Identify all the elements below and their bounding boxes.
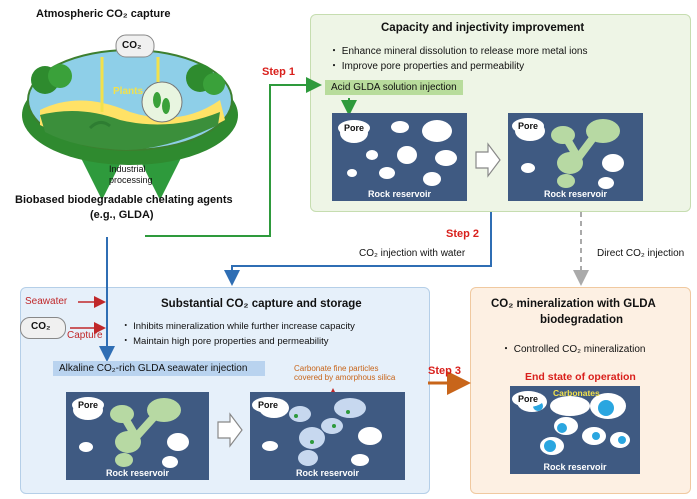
rock-reservoir-storage-initial: Pore Rock reservoir xyxy=(66,392,209,480)
capacity-bullet-1: ・ Enhance mineral dissolution to release… xyxy=(329,46,588,57)
reservoir-label-storage-final: Rock reservoir xyxy=(295,468,360,478)
mineralization-title-1: CO₂ mineralization with GLDA xyxy=(491,298,656,310)
co2-water-label: CO₂ injection with water xyxy=(359,248,466,259)
mineralization-title-2: biodegradation xyxy=(540,314,624,326)
co2-label: CO₂ xyxy=(122,40,142,51)
co2-cloud-label: CO₂ xyxy=(31,321,51,332)
step2-arrow xyxy=(224,212,492,286)
pore-label-initial: Pore xyxy=(338,120,371,136)
storage-title: Substantial CO₂ capture and storage xyxy=(161,298,362,310)
step1-label: Step 1 xyxy=(262,66,296,78)
biobased-label: Biobased biodegradable chelating agents xyxy=(15,194,233,206)
reservoir-label-storage-initial: Rock reservoir xyxy=(105,468,170,478)
alkaline-banner: Alkaline CO₂-rich GLDA seawater injectio… xyxy=(53,361,265,376)
carbonate-annotation-1: Carbonate fine particles xyxy=(294,364,379,373)
rock-reservoir-storage-final: Pore Rock reservoir xyxy=(250,392,405,480)
pore-label-storage-final: Pore xyxy=(252,397,285,413)
industrial-label: Industrial xyxy=(109,164,146,174)
pore-label-mineralized: Pore xyxy=(512,391,545,407)
mineralization-bullet-1: ・ Controlled CO₂ mineralization xyxy=(501,344,646,355)
pore-label-storage-initial: Pore xyxy=(72,397,105,413)
capacity-bullet-2: ・ Improve pore properties and permeabili… xyxy=(329,61,525,72)
reservoir-label-acid: Rock reservoir xyxy=(543,189,608,199)
storage-bullet-2: ・ Maintain high pore properties and perm… xyxy=(121,336,329,347)
capacity-title: Capacity and injectivity improvement xyxy=(381,22,585,34)
process-arrow-top xyxy=(475,142,501,178)
reservoir-label-initial: Rock reservoir xyxy=(367,189,432,199)
storage-bullet-1: ・ Inhibits mineralization while further … xyxy=(121,321,355,332)
rock-reservoir-mineralized: Pore Carbonates Rock reservoir xyxy=(510,386,640,474)
reservoir-label-mineralized: Rock reservoir xyxy=(543,462,607,472)
capture-label: Capture xyxy=(67,330,103,341)
rock-reservoir-initial: Pore Rock reservoir xyxy=(332,113,467,201)
pore-label-acid: Pore xyxy=(512,118,545,134)
glda-label: (e.g., GLDA) xyxy=(90,209,154,221)
carbonates-label: Carbonates xyxy=(553,388,600,398)
plants-label: Plants xyxy=(113,86,144,97)
end-state-label: End state of operation xyxy=(525,371,636,383)
rock-reservoir-acid: Pore Rock reservoir xyxy=(508,113,643,201)
process-arrow-bottom xyxy=(217,412,243,448)
acid-banner: Acid GLDA solution injection xyxy=(325,80,463,95)
direct-co2-label: Direct CO₂ injection xyxy=(597,248,685,259)
atmospheric-title: Atmospheric CO₂ capture xyxy=(36,8,171,20)
processing-label: processing xyxy=(109,175,153,185)
carbonate-annotation-2: covered by amorphous silica xyxy=(294,373,396,382)
seawater-label: Seawater xyxy=(25,296,68,307)
step2-label: Step 2 xyxy=(446,228,480,240)
step3-label: Step 3 xyxy=(428,365,462,377)
co2-cloud-icon: CO₂ xyxy=(20,317,66,339)
step1-arrow xyxy=(145,77,322,237)
